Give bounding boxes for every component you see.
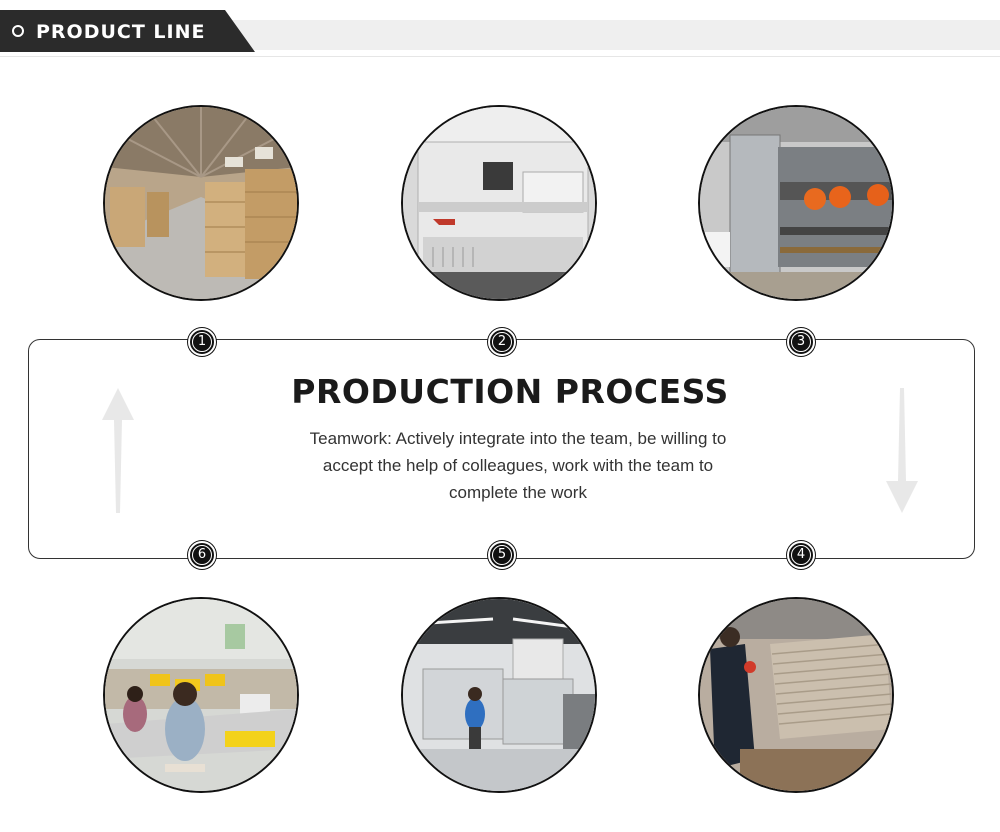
die-cutting-machine-image — [403, 107, 595, 299]
step-badge-3: 3 — [787, 328, 815, 356]
down-arrow-icon — [886, 388, 918, 513]
step-badge-1: 1 — [188, 328, 216, 356]
circle-bullet-icon — [12, 25, 24, 37]
header-tab: PRODUCT LINE — [0, 10, 255, 52]
step-2-photo — [401, 105, 597, 301]
step-number: 4 — [791, 545, 811, 565]
process-description: Teamwork: Actively integrate into the te… — [268, 425, 768, 506]
section-header: PRODUCT LINE — [0, 10, 1000, 52]
step-4-photo — [698, 597, 894, 793]
description-line-2: accept the help of colleagues, work with… — [322, 456, 714, 475]
step-number: 1 — [192, 332, 212, 352]
step-badge-4: 4 — [787, 541, 815, 569]
up-arrow-icon — [102, 388, 134, 513]
step-badge-2: 2 — [488, 328, 516, 356]
step-number: 6 — [192, 545, 212, 565]
step-badge-6: 6 — [188, 541, 216, 569]
step-badge-5: 5 — [488, 541, 516, 569]
assembly-line-workers-image — [105, 599, 297, 791]
production-process-panel — [28, 339, 975, 559]
printing-slotter-machine-image — [700, 107, 892, 299]
step-number: 5 — [492, 545, 512, 565]
header-tab-shape — [0, 10, 255, 52]
process-heading: PRODUCTION PROCESS — [291, 372, 729, 411]
step-number: 2 — [492, 332, 512, 352]
description-line-1: Teamwork: Actively integrate into the te… — [309, 429, 727, 448]
step-1-photo — [103, 105, 299, 301]
warehouse-boxes-image — [105, 107, 297, 299]
header-divider — [0, 56, 1000, 57]
printing-press-operator-image — [403, 599, 595, 791]
step-6-photo — [103, 597, 299, 793]
description-line-3: complete the work — [449, 483, 587, 502]
step-5-photo — [401, 597, 597, 793]
step-3-photo — [698, 105, 894, 301]
step-number: 3 — [791, 332, 811, 352]
section-title: PRODUCT LINE — [36, 21, 206, 43]
cardboard-stacking-workers-image — [700, 599, 892, 791]
